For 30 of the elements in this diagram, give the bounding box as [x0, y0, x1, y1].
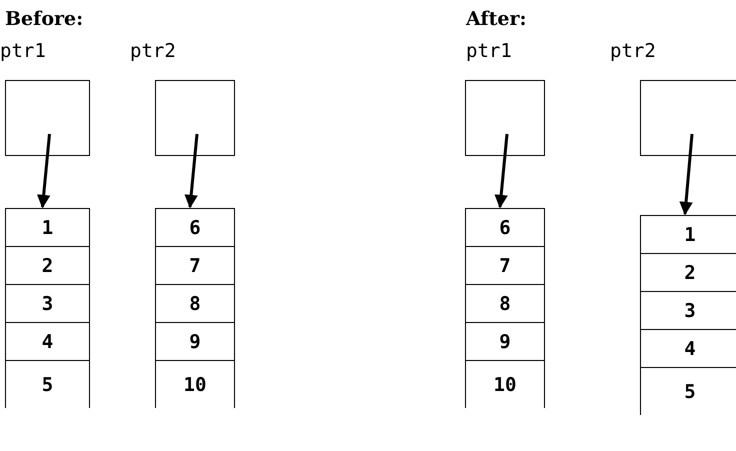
array-cell: 1	[640, 215, 736, 253]
array-cell: 7	[465, 246, 545, 284]
array-cell: 5	[640, 367, 736, 415]
array-cell: 7	[155, 246, 235, 284]
array-cell: 8	[155, 284, 235, 322]
array-cell: 3	[640, 291, 736, 329]
heading: After:	[466, 8, 526, 30]
arrow	[184, 134, 198, 208]
array-cell: 3	[5, 284, 90, 322]
variable-name: ptr2	[610, 40, 656, 62]
array-cell: 10	[155, 360, 235, 408]
array-cell: 10	[465, 360, 545, 408]
array-cell: 6	[155, 208, 235, 246]
array-cell: 2	[5, 246, 90, 284]
arrow	[679, 134, 694, 216]
array-cell: 5	[5, 360, 90, 408]
array-cell: 4	[640, 329, 736, 367]
arrow	[36, 134, 51, 208]
arrow	[494, 134, 508, 208]
array-cell: 8	[465, 284, 545, 322]
array-cell: 4	[5, 322, 90, 360]
variable-name: ptr2	[130, 40, 176, 62]
array-cell: 1	[5, 208, 90, 246]
array-cell: 9	[465, 322, 545, 360]
variable-name: ptr1	[0, 40, 46, 62]
array-cell: 2	[640, 253, 736, 291]
array-cell: 6	[465, 208, 545, 246]
array-cell: 9	[155, 322, 235, 360]
heading: Before:	[5, 8, 84, 30]
variable-name: ptr1	[466, 40, 512, 62]
